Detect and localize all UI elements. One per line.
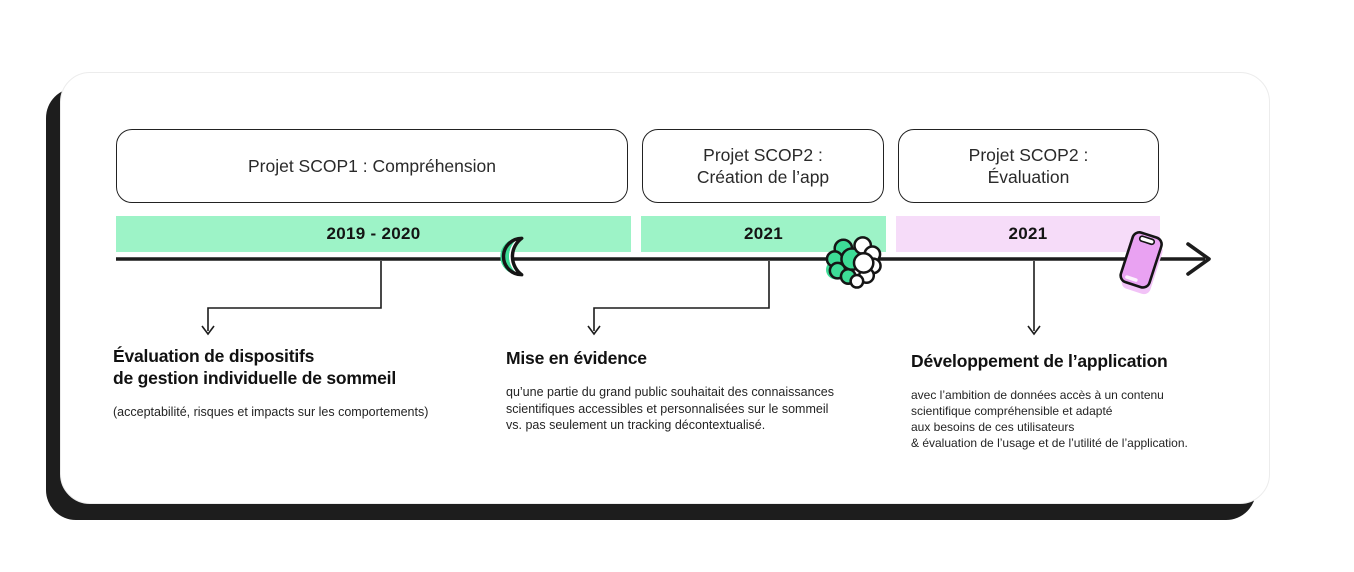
period-bar-scop2-evaluation: 2021: [896, 216, 1160, 252]
connector-2: [593, 261, 770, 331]
timeline-arrowhead: [1186, 242, 1211, 276]
connector-3-arrowhead: [1027, 325, 1041, 336]
annotation-developpement-application: Développement de l’application avec l’am…: [911, 350, 1241, 451]
annotation-evaluation-dispositifs: Évaluation de dispositifs de gestion ind…: [113, 345, 493, 421]
timeline-card: Projet SCOP1 : Compréhension Projet SCOP…: [60, 72, 1270, 504]
period-label: 2019 - 2020: [326, 224, 421, 243]
annotation-body: (acceptabilité, risques et impacts sur l…: [113, 405, 429, 419]
phase-box-scop1-comprehension: Projet SCOP1 : Compréhension: [116, 129, 628, 203]
brain-icon: [825, 236, 882, 289]
period-bar-scop2-creation: 2021: [641, 216, 886, 252]
annotation-title: Mise en évidence: [506, 348, 647, 368]
connector-2-arrowhead: [587, 325, 601, 336]
connector-1: [207, 261, 382, 331]
annotation-mise-en-evidence: Mise en évidence qu’une partie du grand …: [506, 347, 896, 434]
annotation-body: avec l’ambition de données accès à un co…: [911, 388, 1188, 450]
smartphone-icon: [1119, 231, 1163, 295]
moon-icon: [500, 236, 524, 277]
annotation-title: Évaluation de dispositifs de gestion ind…: [113, 346, 396, 388]
connector-1-arrowhead: [201, 325, 215, 336]
annotation-title: Développement de l’application: [911, 351, 1168, 371]
annotation-body: qu’une partie du grand public souhaitait…: [506, 385, 835, 432]
phase-box-scop2-creation: Projet SCOP2 : Création de l’app: [642, 129, 884, 203]
period-label: 2021: [743, 224, 784, 243]
period-bar-scop1: 2019 - 2020: [116, 216, 631, 252]
phase-box-label: Projet SCOP2 : Évaluation: [968, 145, 1089, 187]
phase-box-label: Projet SCOP1 : Compréhension: [247, 156, 497, 176]
period-label: 2021: [1008, 224, 1048, 243]
phase-box-scop2-evaluation: Projet SCOP2 : Évaluation: [898, 129, 1159, 203]
phase-box-label: Projet SCOP2 : Création de l’app: [696, 145, 830, 187]
